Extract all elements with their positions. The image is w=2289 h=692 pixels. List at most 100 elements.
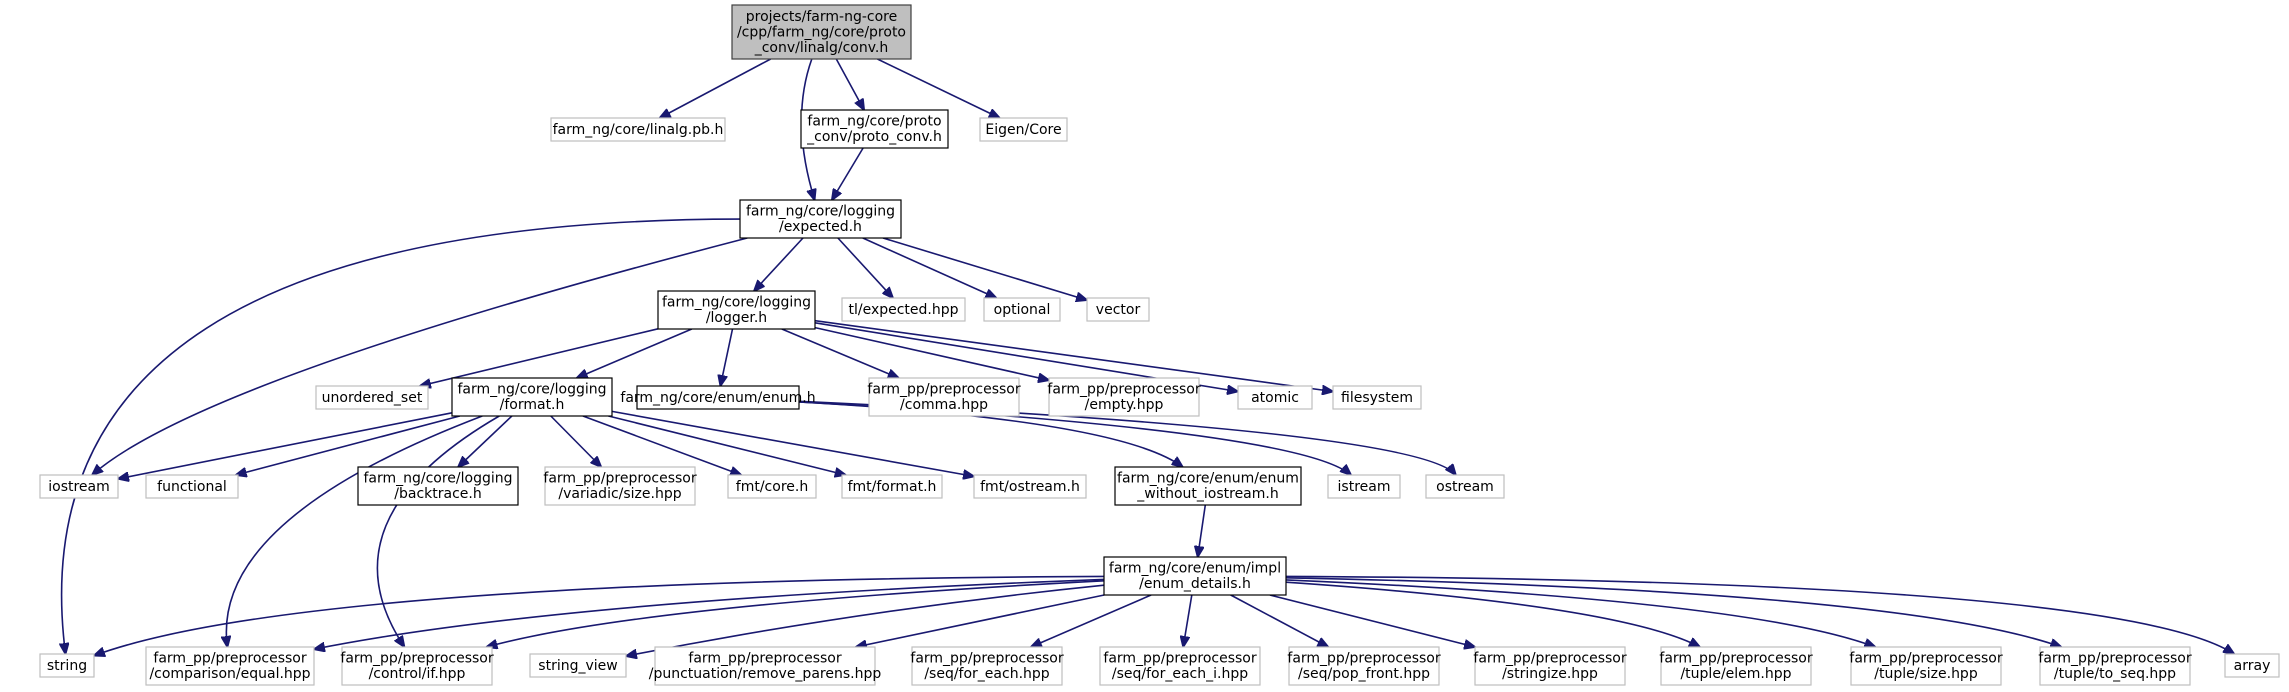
node-label-line: /format.h: [500, 397, 565, 413]
node-enum_details[interactable]: farm_ng/core/enum/impl/enum_details.h: [1103, 556, 1287, 596]
node-label-line: /stringize.hpp: [1502, 666, 1598, 682]
node-label-line: /punctuation/remove_parens.hpp: [649, 666, 882, 682]
node-box: [1099, 646, 1261, 686]
node-atomic: atomic: [1237, 385, 1313, 410]
node-label-line: /empty.hpp: [1085, 397, 1164, 413]
node-expected[interactable]: farm_ng/core/logging/expected.h: [739, 199, 902, 239]
node-box: [1086, 297, 1150, 322]
node-box: [841, 474, 943, 499]
node-box: [731, 4, 912, 60]
node-label-line: projects/farm-ng-core: [746, 9, 897, 25]
edge-logger-to-enum_h: [720, 328, 734, 386]
node-box: [979, 117, 1068, 142]
node-box: [911, 646, 1063, 686]
node-label-line: istream: [1338, 479, 1391, 495]
node-box: [2039, 646, 2191, 686]
edge-enum_details-to-array: [1285, 575, 2234, 654]
node-fmt_ostream: fmt/ostream.h: [973, 474, 1087, 499]
node-label-line: farm_ng/core/enum/enum.h: [620, 390, 815, 406]
node-box: [1332, 385, 1422, 410]
node-for_each_i: farm_pp/preprocessor/seq/for_each_i.hpp: [1099, 646, 1261, 686]
node-label-line: farm_pp/preprocessor: [1473, 651, 1626, 667]
node-label-line: optional: [994, 302, 1051, 318]
node-tuple_elem: farm_pp/preprocessor/tuple/elem.hpp: [1659, 646, 1813, 686]
node-box: [451, 377, 613, 417]
node-cmp_equal: farm_pp/preprocessor/comparison/equal.hp…: [145, 646, 315, 686]
node-label-line: tl/expected.hpp: [848, 302, 958, 318]
node-label-line: ostream: [1436, 479, 1494, 495]
node-box: [1474, 646, 1626, 686]
edge-expected-to-tl_expected: [837, 237, 893, 298]
node-tuple_size: farm_pp/preprocessor/tuple/size.hpp: [1849, 646, 2003, 686]
node-label-line: farm_ng/core/logging: [457, 382, 606, 398]
node-for_each: farm_pp/preprocessor/seq/for_each.hpp: [910, 646, 1064, 686]
node-label-line: vector: [1096, 302, 1141, 318]
edge-enum_details-to-tuple_to_seq: [1285, 577, 2061, 647]
node-proto_conv[interactable]: farm_ng/core/proto_conv/proto_conv.h: [800, 109, 949, 149]
node-box: [357, 466, 519, 506]
node-tuple_to_seq: farm_pp/preprocessor/tuple/to_seq.hpp: [2038, 646, 2192, 686]
node-variadic_size: farm_pp/preprocessor/variadic/size.hpp: [543, 466, 697, 506]
node-label-line: string: [47, 658, 87, 674]
node-label-line: farm_ng/core/enum/impl: [1109, 561, 1281, 577]
node-label-line: farm_pp/preprocessor: [543, 471, 696, 487]
node-box: [1103, 556, 1287, 596]
node-box: [868, 377, 1020, 417]
node-layer: projects/farm-ng-core/cpp/farm_ng/core/p…: [39, 4, 2280, 686]
node-label-line: atomic: [1251, 390, 1299, 406]
node-enum_h[interactable]: farm_ng/core/enum/enum.h: [620, 385, 816, 410]
edge-logger-to-format: [577, 328, 693, 378]
edge-enum_details-to-for_each_i: [1183, 594, 1193, 647]
edge-enum_details-to-control_if: [487, 580, 1105, 647]
node-label-line: _conv/linalg/conv.h: [754, 40, 889, 56]
edge-logger-to-unordered_set: [420, 328, 659, 386]
node-label-line: /seq/for_each.hpp: [924, 666, 1049, 682]
node-label-line: _conv/proto_conv.h: [806, 129, 942, 145]
node-fmt_format: fmt/format.h: [841, 474, 943, 499]
node-label-line: /logger.h: [706, 310, 767, 326]
node-logger[interactable]: farm_ng/core/logging/logger.h: [657, 290, 816, 330]
edge-enum_details-to-tuple_elem: [1285, 581, 1700, 647]
node-label-line: /expected.h: [779, 219, 862, 235]
node-label-line: iostream: [48, 479, 110, 495]
node-label-line: farm_pp/preprocessor: [867, 382, 1020, 398]
node-box: [657, 290, 816, 330]
node-box: [636, 385, 800, 410]
node-box: [145, 474, 239, 499]
node-label-line: /cpp/farm_ng/core/proto: [737, 24, 906, 40]
node-label-line: fmt/format.h: [848, 479, 937, 495]
edge-format-to-fmt_core: [582, 415, 741, 475]
node-box: [1850, 646, 2002, 686]
node-box: [1048, 377, 1200, 417]
node-string_view: string_view: [529, 653, 627, 678]
edge-enum_details-to-string_view: [626, 584, 1105, 656]
edge-expected-to-iostream: [92, 237, 748, 475]
node-box: [727, 474, 817, 499]
node-label-line: farm_ng/core/logging: [662, 295, 811, 311]
node-pop_front: farm_pp/preprocessor/seq/pop_front.hpp: [1287, 646, 1441, 686]
node-format[interactable]: farm_ng/core/logging/format.h: [451, 377, 613, 417]
edge-format-to-cmp_equal: [226, 415, 483, 647]
node-label-line: /enum_details.h: [1139, 576, 1251, 592]
node-label-line: /seq/for_each_i.hpp: [1112, 666, 1248, 682]
node-label-line: string_view: [538, 658, 617, 674]
edge-format-to-functional: [236, 415, 461, 475]
node-backtrace[interactable]: farm_ng/core/logging/backtrace.h: [357, 466, 519, 506]
edge-format-to-fmt_format: [608, 415, 845, 475]
node-ostream: ostream: [1425, 474, 1505, 499]
node-control_if: farm_pp/preprocessor/control/if.hpp: [340, 646, 494, 686]
edge-enum_details-to-pop_front: [1230, 594, 1329, 647]
node-label-line: /variadic/size.hpp: [558, 486, 681, 502]
node-label-line: farm_pp/preprocessor: [1659, 651, 1812, 667]
node-label-line: /seq/pop_front.hpp: [1298, 666, 1430, 682]
edge-format-to-control_if: [376, 415, 500, 647]
node-box: [145, 646, 315, 686]
edge-format-to-iostream: [118, 412, 453, 479]
node-label-line: farm_ng/core/linalg.pb.h: [553, 122, 724, 138]
node-label-line: farm_ng/core/enum/enum: [1117, 471, 1299, 487]
node-linalg_pb: farm_ng/core/linalg.pb.h: [550, 117, 726, 142]
node-enum_wo_io[interactable]: farm_ng/core/enum/enum_without_iostream.…: [1114, 466, 1302, 506]
node-label-line: farm_ng/core/logging: [746, 204, 895, 220]
node-vector: vector: [1086, 297, 1150, 322]
